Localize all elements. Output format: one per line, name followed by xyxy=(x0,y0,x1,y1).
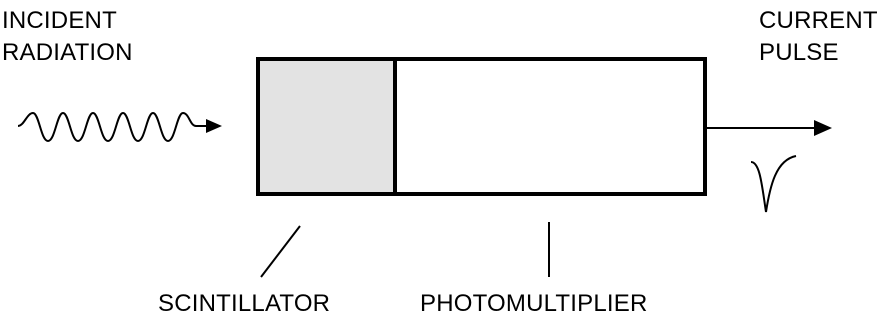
incident-label-line2: RADIATION xyxy=(2,39,133,66)
photomultiplier-label: PHOTOMULTIPLIER xyxy=(420,290,648,317)
scintillator-block xyxy=(256,57,397,196)
current-pulse-icon xyxy=(750,155,797,213)
scintillator-label: SCINTILLATOR xyxy=(158,290,331,317)
current-pulse-label: CURRENT PULSE xyxy=(759,5,878,69)
scintillator-leader-line xyxy=(260,225,301,278)
current-label-line1: CURRENT xyxy=(759,7,878,34)
current-label-line2: PULSE xyxy=(759,39,839,66)
output-arrow-icon xyxy=(705,120,832,136)
incident-label-line1: INCIDENT xyxy=(2,7,117,34)
incident-wave-icon xyxy=(17,111,222,143)
incident-radiation-label: INCIDENT RADIATION xyxy=(2,5,133,69)
photomultiplier-block xyxy=(393,57,707,196)
